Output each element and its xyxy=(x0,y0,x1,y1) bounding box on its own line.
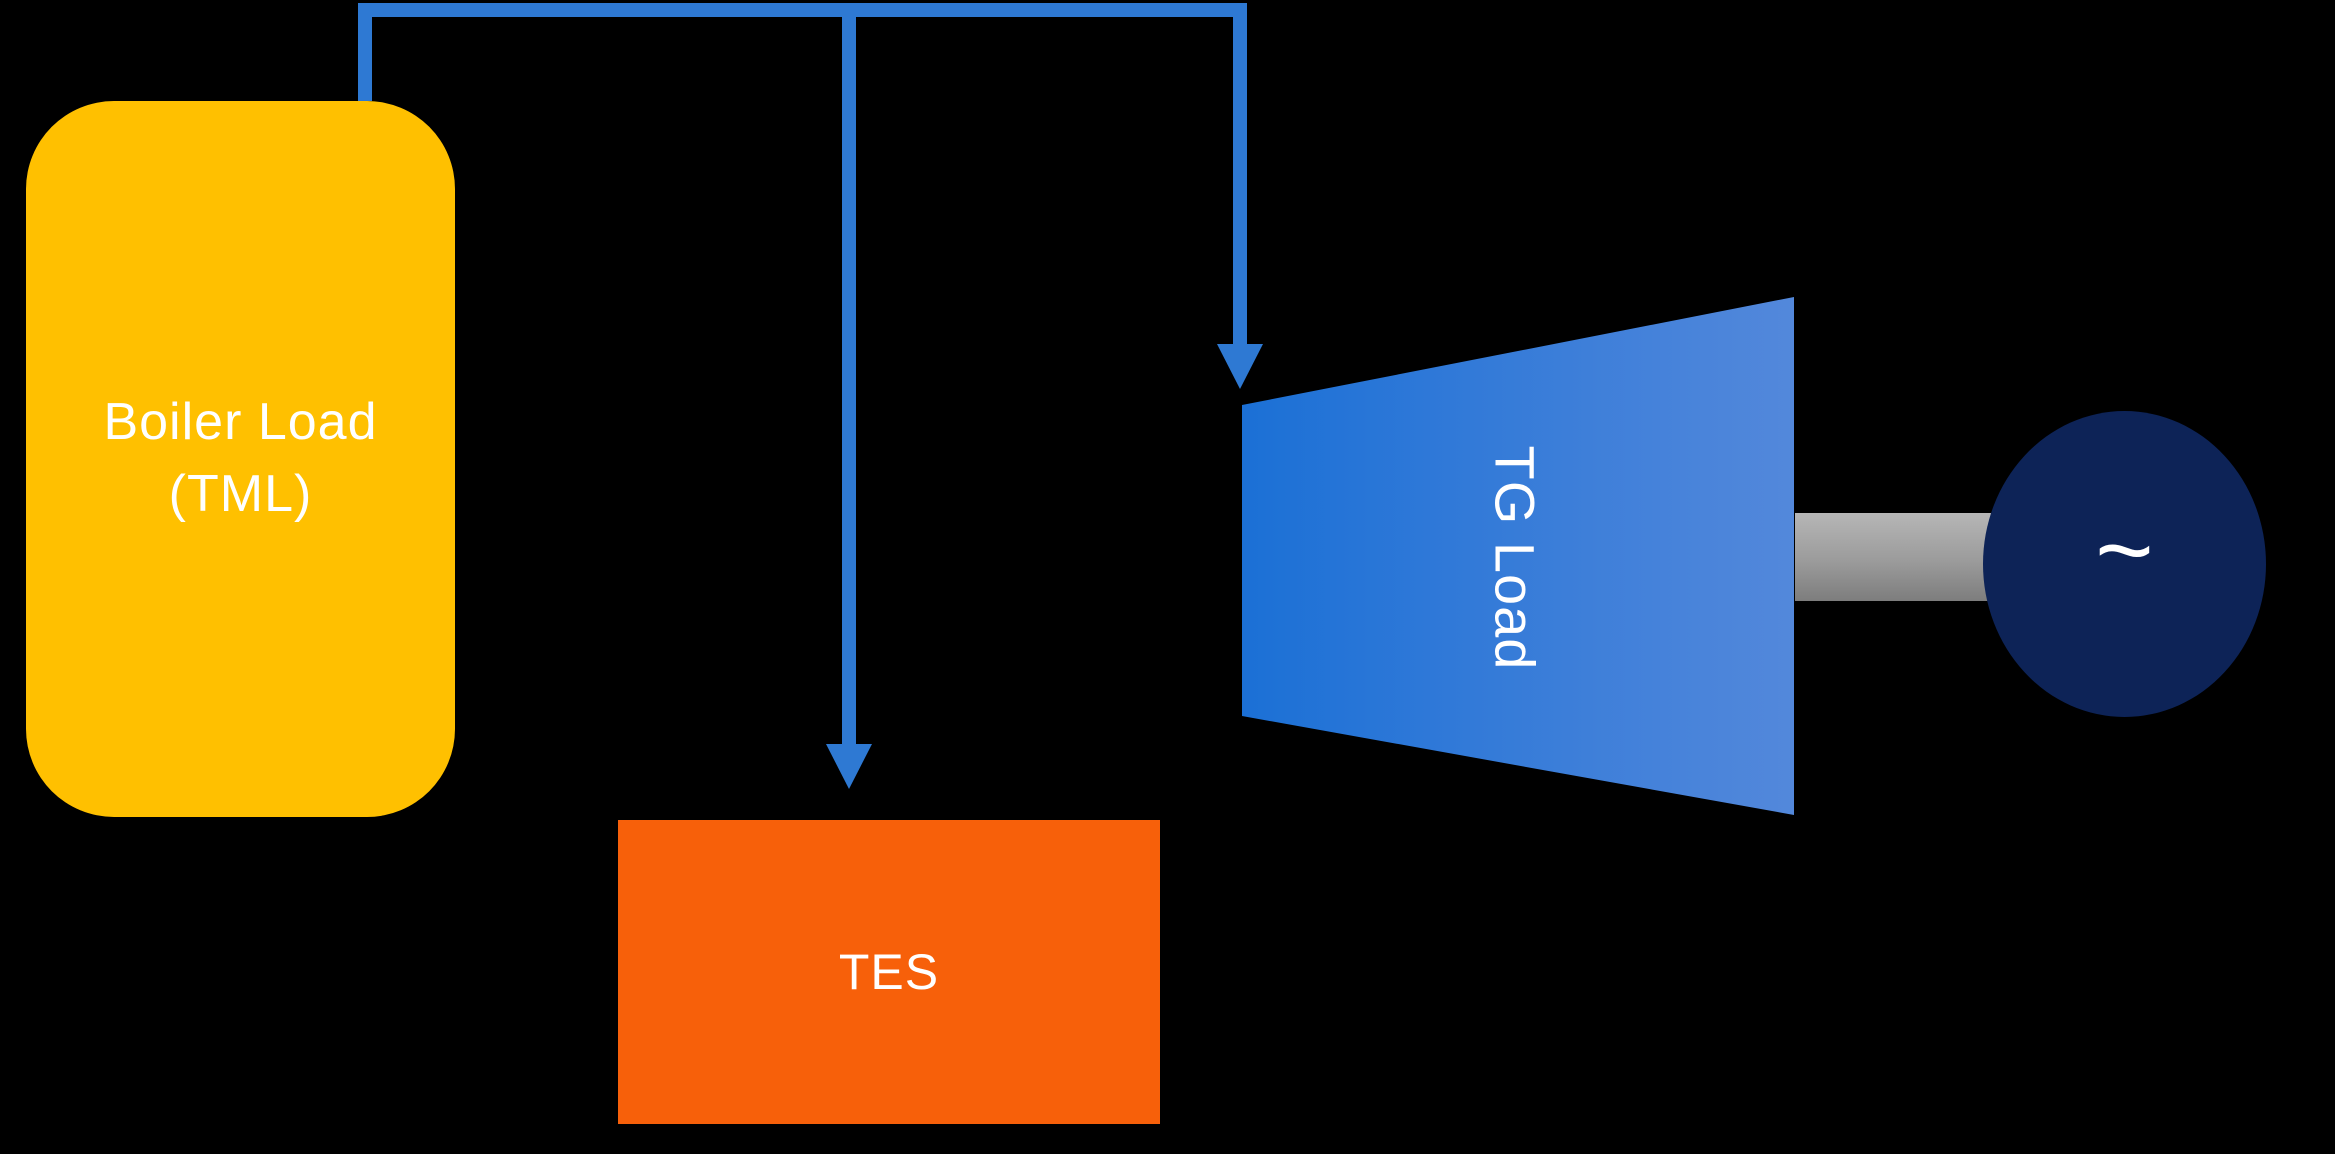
boiler-load-label-line2: (TML) xyxy=(168,465,313,523)
boiler-load-node: Boiler Load (TML) xyxy=(26,101,455,817)
tes-label: TES xyxy=(838,944,940,1000)
connector-top-horizontal-line xyxy=(358,3,1247,17)
connector-vertical-from-boiler xyxy=(358,3,372,101)
arrowhead-to-tes xyxy=(826,744,872,789)
connector-vertical-to-tes xyxy=(842,3,856,744)
tg-load-label: TG Load xyxy=(1483,445,1547,671)
generator-node: ~ xyxy=(1983,411,2266,717)
turbine-generator-shaft xyxy=(1795,513,1991,601)
connector-vertical-to-turbine xyxy=(1233,3,1247,344)
turbine-shape xyxy=(1242,297,1794,815)
boiler-load-label-line1: Boiler Load xyxy=(103,393,378,452)
tes-node: TES xyxy=(618,820,1160,1124)
arrowhead-to-turbine xyxy=(1217,344,1263,389)
